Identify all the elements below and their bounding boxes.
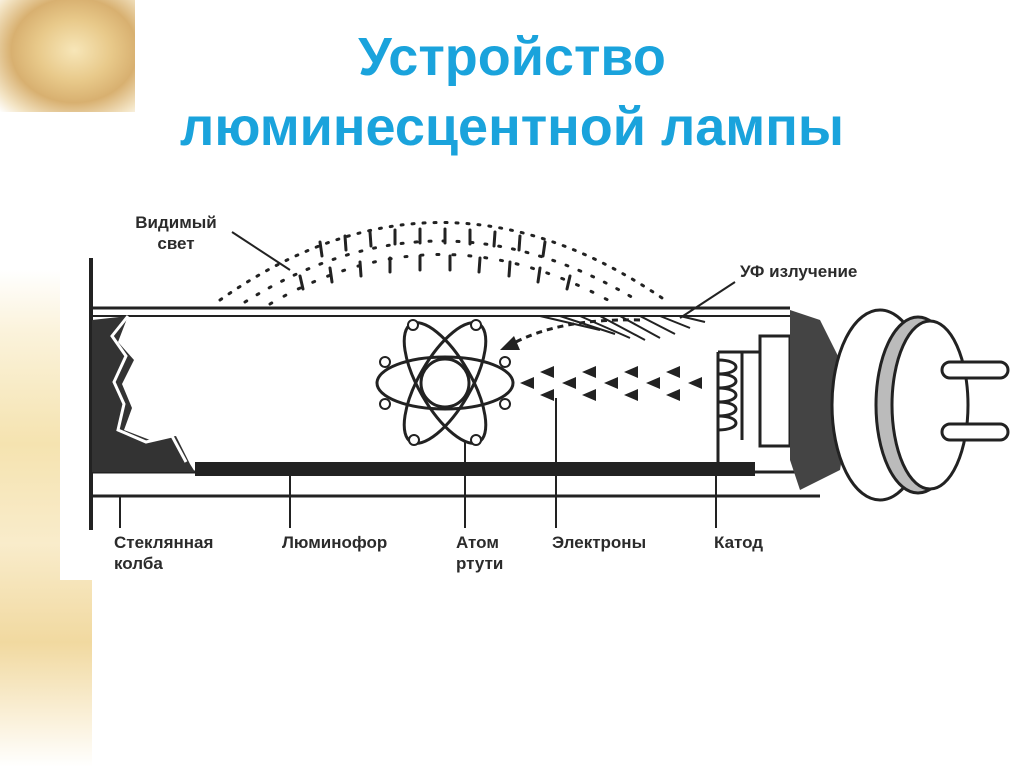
label-pointers (119, 398, 717, 528)
visible-light-pointer (231, 231, 291, 271)
title-line-1: Устройство (358, 27, 666, 87)
label-cathode: Катод (714, 533, 764, 552)
label-glass-bulb: Стеклянная колба (114, 533, 214, 573)
label-uv-radiation: УФ излучение (740, 262, 858, 281)
uv-pointer (679, 281, 736, 319)
emission-arrow (511, 318, 641, 346)
decorative-image-top (0, 0, 135, 112)
lamp-pins (940, 360, 1010, 442)
label-mercury-atom: Атом ртути (456, 533, 504, 573)
visible-light-ticks (298, 227, 572, 291)
uv-radiation-hatch (539, 315, 706, 341)
broken-glass-edge (92, 316, 195, 472)
title-line-2: люминесцентной лампы (180, 97, 844, 157)
label-visible-light: Видимый свет (135, 213, 217, 253)
lamp-end-cap (830, 308, 970, 502)
label-electrons: Электроны (552, 533, 647, 552)
page-title: Устройство люминесцентной лампы (0, 22, 1024, 162)
visible-light-rays (218, 221, 667, 306)
atom-electrons (379, 319, 511, 446)
cathode (716, 334, 792, 462)
phosphor-layer (195, 462, 755, 476)
label-phosphor: Люминофор (282, 533, 388, 552)
electron-stream (520, 366, 702, 401)
mercury-atom (375, 321, 515, 445)
